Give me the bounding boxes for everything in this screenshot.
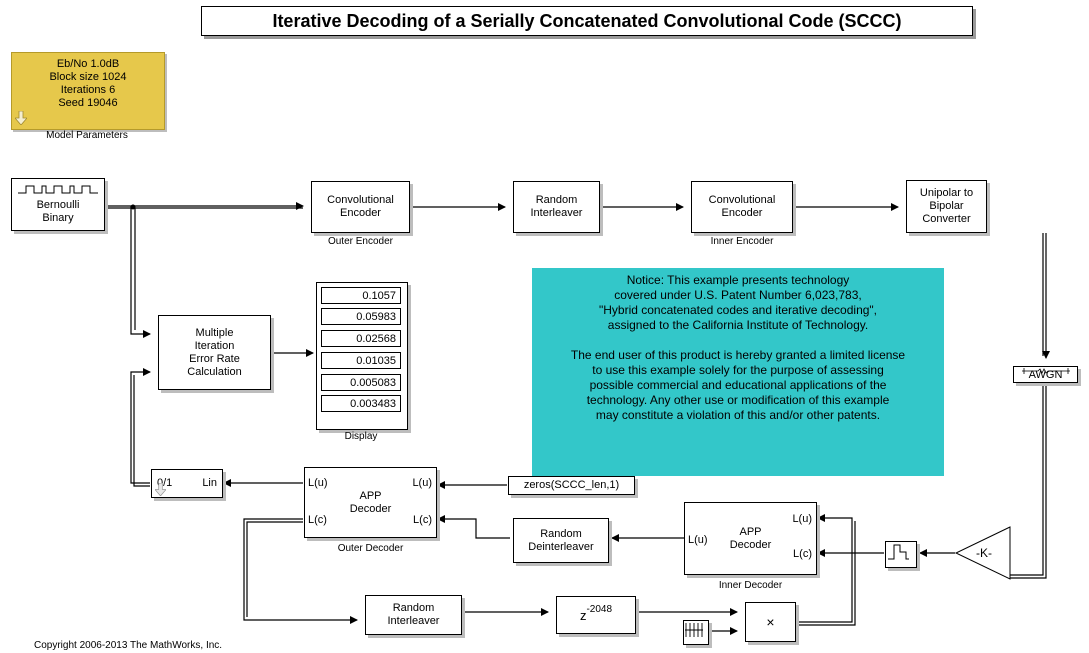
step-signal-icon: [888, 544, 909, 560]
notice-line: technology. Any other use or modificatio…: [586, 393, 890, 407]
inner-app-decoder-block[interactable]: APP Decoder L(u) L(u) L(c): [684, 502, 817, 575]
notice-line: covered under U.S. Patent Number 6,023,7…: [614, 288, 862, 302]
notice-line: may constitute a violation of this and/o…: [595, 408, 881, 422]
counter-block[interactable]: [683, 620, 709, 645]
param-iterations: Iterations 6: [60, 84, 116, 96]
port-label: L(u): [308, 477, 328, 489]
param-block-size: Block size 1024: [49, 71, 127, 83]
display-value: 0.003483: [321, 395, 401, 412]
down-arrow-icon: [15, 111, 27, 125]
notice-line: to use this example solely for the purpo…: [592, 363, 884, 377]
awgn-channel-block[interactable]: AWGN: [1013, 366, 1078, 383]
port-label: L(u): [412, 477, 432, 489]
counter-icon: [685, 623, 703, 637]
port-label: L(c): [793, 548, 812, 560]
patent-notice: Notice: This example presents technology…: [532, 268, 944, 476]
gain-label: -K-: [976, 546, 992, 560]
delay-base: z: [579, 607, 587, 623]
display-value: 0.05983: [321, 308, 401, 325]
inner-encoder-label: Convolutional Encoder: [708, 194, 776, 219]
delay-block[interactable]: z-2048: [556, 596, 636, 634]
param-seed: Seed 19046: [58, 97, 118, 109]
error-rate-calculation-block[interactable]: Multiple Iteration Error Rate Calculatio…: [158, 315, 271, 390]
inner-decoder-label: APP Decoder: [729, 525, 772, 551]
product-block[interactable]: ×: [745, 602, 796, 642]
port-label: L(c): [308, 514, 327, 526]
error-rate-label: Multiple Iteration Error Rate Calculatio…: [187, 326, 242, 378]
notice-line: assigned to the California Institute of …: [607, 318, 869, 332]
unipolar-to-bipolar-label: Unipolar to Bipolar Converter: [919, 187, 974, 225]
delay-exponent: -2048: [586, 603, 613, 615]
copyright-text: Copyright 2006-2013 The MathWorks, Inc.: [34, 640, 223, 651]
random-interleaver-2-label: Random Interleaver: [387, 602, 440, 627]
notice-line: possible commercial and educational appl…: [589, 378, 887, 392]
model-parameters-caption: Model Parameters: [46, 130, 128, 141]
display-caption: Display: [344, 431, 378, 442]
display-value: 0.005083: [321, 374, 401, 391]
pulse-train-icon: [18, 185, 98, 194]
port-label: L(u): [792, 513, 812, 525]
unipolar-to-bipolar-block[interactable]: Unipolar to Bipolar Converter: [906, 180, 987, 233]
zeros-label: zeros(SCCC_len,1): [523, 479, 620, 491]
outer-convolutional-encoder-block[interactable]: Convolutional Encoder: [311, 181, 410, 233]
port-label: L(u): [688, 534, 708, 546]
random-interleaver-2-block[interactable]: Random Interleaver: [365, 595, 462, 635]
inner-decoder-caption: Inner Decoder: [718, 580, 783, 591]
model-parameters-block[interactable]: Eb/No 1.0dB Block size 1024 Iterations 6…: [11, 52, 165, 130]
outer-app-decoder-block[interactable]: APP Decoder L(u) L(c) L(u) L(c): [304, 467, 437, 538]
param-ebno: Eb/No 1.0dB: [56, 58, 120, 70]
display-value: 0.02568: [321, 330, 401, 347]
outer-decoder-caption: Outer Decoder: [337, 543, 404, 554]
diagram-title: Iterative Decoding of a Serially Concate…: [201, 6, 973, 36]
awgn-label: AWGN: [1028, 369, 1063, 381]
noise-signal-icon: [1022, 368, 1070, 374]
outer-encoder-label: Convolutional Encoder: [327, 194, 394, 219]
llr-to-binary-block[interactable]: 0/1 Lin: [151, 469, 223, 498]
product-label: ×: [766, 613, 775, 630]
zeros-constant-block[interactable]: zeros(SCCC_len,1): [508, 476, 635, 495]
notice-line: "Hybrid concatenated codes and iterative…: [598, 303, 878, 317]
bernoulli-binary-block[interactable]: Bernoulli Binary: [11, 178, 105, 231]
quantizer-block[interactable]: [885, 541, 917, 568]
port-label: L(c): [413, 514, 432, 526]
outer-decoder-label: APP Decoder: [349, 489, 392, 515]
down-arrow-icon: [155, 483, 166, 496]
display-value: 0.1057: [321, 287, 401, 304]
random-deinterleaver-label: Random Deinterleaver: [528, 527, 594, 553]
gain-block[interactable]: -K-: [954, 525, 1011, 582]
random-deinterleaver-block[interactable]: Random Deinterleaver: [513, 518, 609, 563]
display-value: 0.01035: [321, 352, 401, 369]
notice-line: The end user of this product is hereby g…: [570, 348, 906, 362]
lin-label: Lin: [202, 477, 217, 489]
random-interleaver-label: Random Interleaver: [530, 194, 583, 219]
inner-encoder-caption: Inner Encoder: [710, 236, 774, 247]
outer-encoder-caption: Outer Encoder: [327, 236, 394, 247]
inner-convolutional-encoder-block[interactable]: Convolutional Encoder: [691, 181, 793, 233]
random-interleaver-block[interactable]: Random Interleaver: [513, 181, 600, 233]
bernoulli-binary-label: Bernoulli Binary: [36, 198, 80, 224]
triangle-icon: [954, 526, 1011, 580]
notice-line: Notice: This example presents technology: [626, 273, 850, 287]
